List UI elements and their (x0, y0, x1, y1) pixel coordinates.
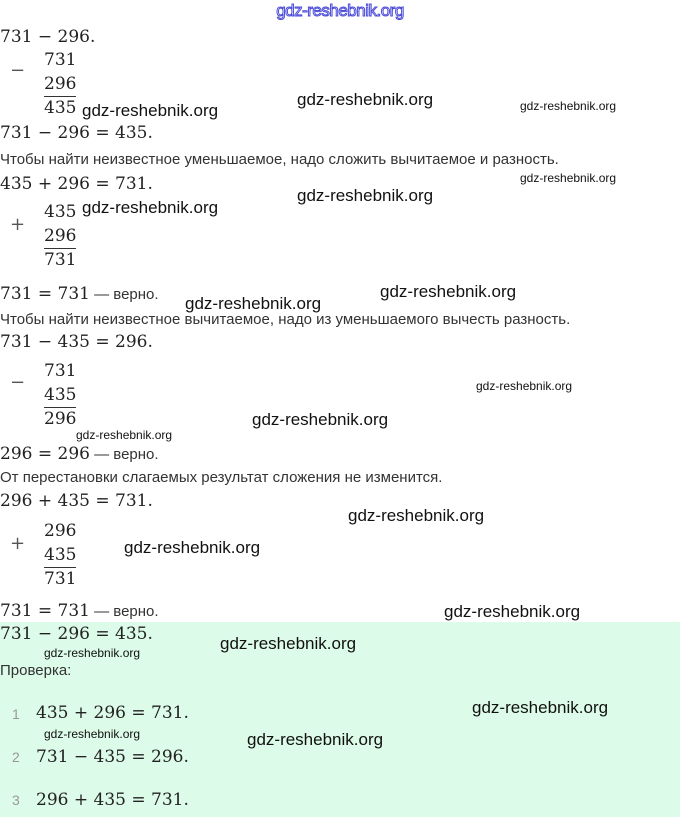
column-subtraction: 731 296 435 (44, 48, 77, 119)
list-number: 1 (12, 706, 20, 722)
watermark: gdz-reshebnik.org (44, 727, 141, 741)
check-item: 731 − 435 = 296. (36, 747, 189, 767)
watermark: gdz-reshebnik.org (297, 90, 434, 109)
plus-sign: + (10, 533, 26, 554)
rule-text: Чтобы найти неизвестное вычитаемое, надо… (0, 311, 571, 328)
minus-sign: − (10, 60, 26, 81)
watermark: gdz-reshebnik.org (220, 634, 357, 653)
check-line: 731 = 731 — верно. (0, 600, 159, 623)
check-math: 296 = 296 (0, 444, 90, 464)
expression: 296 + 435 = 731. (0, 491, 153, 511)
watermark: gdz-reshebnik.org (76, 428, 173, 442)
check-label: Проверка: (0, 662, 72, 679)
watermark: gdz-reshebnik.org (520, 171, 617, 185)
difference: 435 (44, 96, 77, 118)
answer-equation: 731 − 296 = 435. (0, 123, 153, 143)
addend: 296 (44, 226, 77, 246)
addend: 435 (44, 545, 77, 565)
watermark: gdz-reshebnik.org (380, 282, 517, 301)
header-watermark[interactable]: gdz-reshebnik.org (276, 1, 405, 21)
column-addition: 296 435 731 (44, 519, 77, 590)
watermark: gdz-reshebnik.org (82, 101, 219, 120)
watermark: gdz-reshebnik.org (444, 602, 581, 621)
minuend: 731 (44, 361, 77, 381)
list-number: 2 (12, 749, 20, 765)
watermark: gdz-reshebnik.org (124, 538, 261, 557)
watermark: gdz-reshebnik.org (185, 294, 322, 313)
column-addition: 435 296 731 (44, 200, 77, 271)
check-line: 296 = 296 — верно. (0, 443, 159, 466)
rule-text: От перестановки слагаемых результат слож… (0, 469, 443, 486)
watermark: gdz-reshebnik.org (297, 186, 434, 205)
watermark: gdz-reshebnik.org (247, 730, 384, 749)
check-text: — верно. (89, 603, 159, 620)
rule-text: Чтобы найти неизвестное уменьшаемое, над… (0, 151, 559, 168)
check-math: 731 = 731 (0, 284, 90, 304)
minuend: 731 (44, 50, 77, 70)
watermark: gdz-reshebnik.org (348, 506, 485, 525)
plus-sign: + (10, 214, 26, 235)
sum: 731 (44, 248, 77, 270)
watermark: gdz-reshebnik.org (252, 410, 389, 429)
check-text: — верно. (89, 446, 159, 463)
check-math: 731 = 731 (0, 601, 90, 621)
subtrahend: 296 (44, 74, 77, 94)
sum: 731 (44, 567, 77, 589)
expression: 435 + 296 = 731. (0, 174, 153, 194)
check-item: 296 + 435 = 731. (36, 790, 189, 810)
answer-panel (0, 622, 680, 817)
watermark: gdz-reshebnik.org (44, 646, 141, 660)
expression: 731 − 296. (0, 27, 96, 47)
watermark: gdz-reshebnik.org (82, 198, 219, 217)
minus-sign: − (10, 372, 26, 393)
final-answer: 731 − 296 = 435. (0, 624, 153, 644)
check-line: 731 = 731 — верно. (0, 283, 159, 306)
subtrahend: 435 (44, 385, 77, 405)
column-subtraction: 731 435 296 (44, 359, 77, 430)
watermark: gdz-reshebnik.org (520, 99, 617, 113)
addend: 296 (44, 521, 77, 541)
expression: 731 − 435 = 296. (0, 332, 153, 352)
list-number: 3 (12, 792, 20, 808)
addend: 435 (44, 202, 77, 222)
watermark: gdz-reshebnik.org (472, 698, 609, 717)
check-item: 435 + 296 = 731. (36, 703, 189, 723)
difference: 296 (44, 407, 77, 429)
watermark: gdz-reshebnik.org (476, 379, 573, 393)
check-text: — верно. (89, 286, 159, 303)
